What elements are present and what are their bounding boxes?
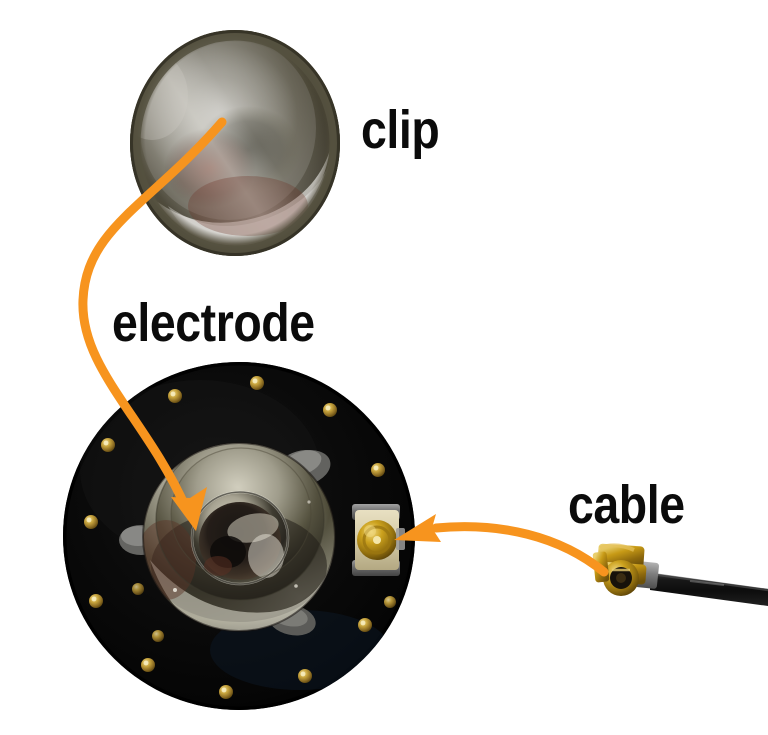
screw [219,685,233,699]
screw [358,618,372,632]
screw-group [84,376,396,699]
screw [84,515,98,529]
label-clip: clip [361,100,440,160]
arrow-cable-to-connector [394,514,609,577]
screw [168,389,182,403]
electrode-disc-object [63,362,415,710]
screw [141,658,155,672]
board-ufl-connector [352,504,405,576]
screw [323,403,337,417]
screw [132,583,144,595]
screw [250,376,264,390]
screw [101,438,115,452]
label-cable: cable [568,475,685,535]
screw [89,594,103,608]
arrow-clip-to-electrode [78,117,227,531]
label-electrode: electrode [112,293,315,353]
screw [152,630,164,642]
cable-object [592,543,768,606]
screw [384,596,396,608]
screw [371,463,385,477]
clip-object [130,30,340,256]
screw [298,669,312,683]
